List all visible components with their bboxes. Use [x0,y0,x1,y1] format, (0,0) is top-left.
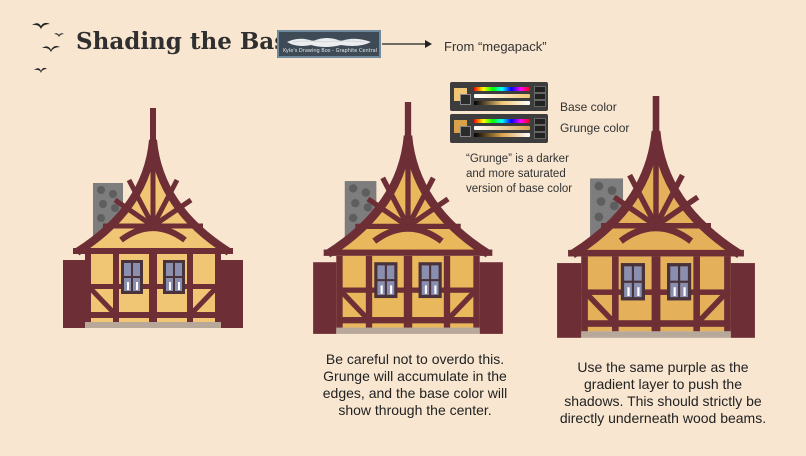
house-illustration-right [556,96,756,340]
caption-middle: Be careful not to overdo this. Grunge wi… [322,351,508,418]
grunge-note: “Grunge” is a darker and more saturated … [466,153,573,195]
caption-right: Use the same purple as the gradient laye… [559,359,767,426]
house-illustration-left [62,108,244,330]
grunge-color-label: Grunge color [560,121,630,135]
slide-title: Shading the Base [76,28,302,55]
right-arrow-icon [382,40,432,48]
base-color-picker [450,82,548,111]
birds-icon [32,22,64,73]
house-illustration-middle [312,102,504,336]
brush-thumbnail: Kyle's Drawing Box - Graphite Central [277,30,381,58]
grunge-color-picker [450,114,548,143]
from-megapack-text: From “megapack” [444,39,547,54]
brush-thumbnail-label: Kyle's Drawing Box - Graphite Central [283,48,378,54]
base-color-label: Base color [560,100,617,114]
